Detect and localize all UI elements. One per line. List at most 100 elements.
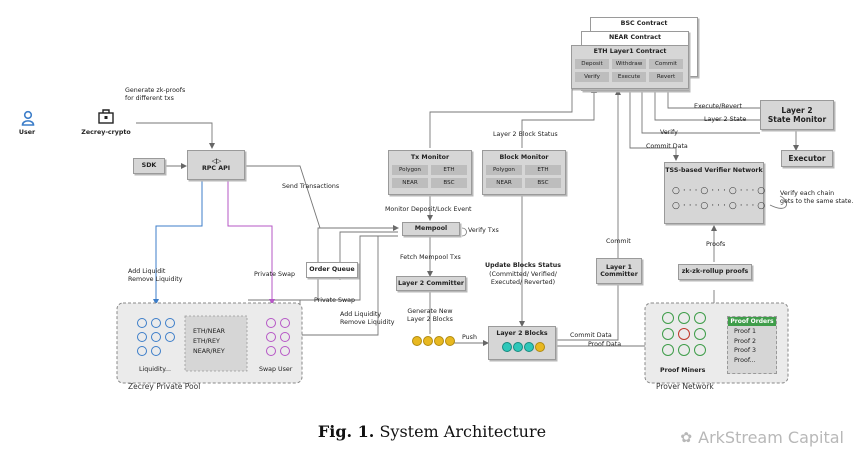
private-swap-label-1: Private Swap: [254, 271, 295, 278]
execute-chip: Execute: [612, 72, 646, 82]
liquidity-user-icon: [151, 318, 161, 328]
fetch-mempool-label: Fetch Mempool Txs: [400, 254, 461, 261]
swap-user-icon: [266, 346, 276, 356]
swap-user-icon: [280, 346, 290, 356]
tx-chip-near: NEAR: [392, 178, 428, 188]
commit-data-label-2: Commit Data: [646, 143, 688, 150]
swap-user-icon: [266, 318, 276, 328]
proof-orders-title: Proof Orders: [728, 317, 776, 326]
zecrey-private-pool-label: Zecrey Private Pool: [128, 382, 201, 391]
mempool-box: Mempool: [402, 222, 460, 236]
teal-block-icon: [502, 342, 512, 352]
miner-icon: [678, 344, 690, 356]
teal-block-icon: [524, 342, 534, 352]
liquidity-label: Liquidity...: [139, 366, 172, 373]
figure-caption: Fig. 1. System Architecture: [0, 422, 864, 441]
watermark-text: ArkStream Capital: [698, 428, 844, 447]
miner-icon: [694, 312, 706, 324]
liquidity-provider-icons: [137, 318, 175, 356]
new-blocks-coins: [412, 336, 455, 346]
commit-data-label-1: Commit Data: [570, 332, 612, 339]
verify-chip: Verify: [575, 72, 609, 82]
gold-block-icon: [434, 336, 444, 346]
order-queue-box: Order Queue: [306, 262, 358, 278]
block-chip-near: NEAR: [486, 178, 522, 188]
send-transactions-label: Send Transactions: [282, 183, 340, 190]
swap-user-label: Swap User: [259, 366, 293, 373]
gold-block-icon: [535, 342, 545, 352]
tx-chip-eth: ETH: [431, 165, 467, 175]
pool-pair: ETH/REY: [193, 338, 220, 345]
layer2-block-status-label: Layer 2 Block Status: [493, 131, 558, 138]
liquidity-user-icon: [137, 346, 147, 356]
layer1-committer-box: Layer 1 Committer: [596, 258, 642, 284]
toolbox-icon: [97, 108, 115, 128]
user-icon: [21, 110, 35, 130]
gold-block-icon: [445, 336, 455, 346]
figure-title: System Architecture: [379, 422, 547, 441]
layer2-committer-box: Layer 2 Committer: [396, 276, 466, 291]
update-blocks-status-detail: (Committed/ Verified/ Executed/ Reverted…: [489, 271, 557, 286]
teal-block-icon: [513, 342, 523, 352]
layer2-blocks-coins: [502, 342, 545, 352]
verify-each-chain-note: Verify each chain gets to the same state…: [780, 190, 854, 205]
proofs-label: Proofs: [706, 241, 726, 248]
commit-label: Commit: [606, 238, 631, 245]
swap-user-icon: [280, 318, 290, 328]
figure-number: Fig. 1.: [317, 422, 375, 441]
tx-chip-polygon: Polygon: [392, 165, 428, 175]
swap-user-icons: [266, 318, 290, 356]
liquidity-user-icon: [165, 332, 175, 342]
push-label: Push: [462, 334, 477, 341]
executor-box: Executor: [781, 150, 833, 167]
block-chip-polygon: Polygon: [486, 165, 522, 175]
layer2-state-label: Layer 2 State: [704, 116, 747, 123]
swap-user-icon: [280, 332, 290, 342]
block-chip-bsc: BSC: [525, 178, 561, 188]
proof-order-item: Proof 2: [734, 337, 757, 345]
generate-new-blocks-label: Generate New Layer 2 Blocks: [407, 308, 453, 323]
layer2-blocks-box: Layer 2 Blocks: [488, 326, 556, 360]
liquidity-user-icon: [137, 318, 147, 328]
commit-chip: Commit: [649, 59, 683, 69]
zk-rollup-proofs-box: zk-zk-rollup proofs: [678, 264, 752, 280]
liquidity-user-icon: [137, 332, 147, 342]
user-label: User: [18, 129, 36, 136]
api-icon: ◁▷: [211, 156, 222, 165]
miner-icon: [694, 344, 706, 356]
pool-pair: NEAR/REY: [193, 348, 225, 355]
monitor-deposit-label: Monitor Deposit/Lock Event: [385, 206, 472, 213]
revert-chip: Revert: [649, 72, 683, 82]
miner-icon: [678, 312, 690, 324]
wechat-icon: ✿: [680, 429, 693, 446]
verify-label: Verify: [660, 129, 678, 136]
miner-icon: [662, 328, 674, 340]
add-remove-liquidity-1: Add Liquidit Remove Liquidity: [128, 268, 183, 283]
tss-verifier-network-box: TSS-based Verifier Network: [664, 162, 764, 224]
liquidity-user-icon: [151, 346, 161, 356]
block-chip-eth: ETH: [525, 165, 561, 175]
verifier-nodes: ○···○···○···○ ○···○···○···○: [672, 184, 769, 214]
proof-data-label: Proof Data: [588, 341, 622, 348]
proof-order-item: Proof 3: [734, 347, 757, 354]
swap-user-icon: [266, 332, 276, 342]
miner-icon: [678, 328, 690, 340]
layer2-state-monitor-box: Layer 2 State Monitor: [760, 100, 834, 130]
arkstream-watermark: ✿ ArkStream Capital: [680, 428, 844, 447]
miner-icon: [662, 344, 674, 356]
private-swap-label-2: Private Swap: [314, 297, 355, 304]
execute-revert-label: Execute/Revert: [694, 103, 742, 110]
verifier-row: ○···○···○···○: [672, 201, 769, 211]
liquidity-user-icon: [165, 318, 175, 328]
proof-order-item: Proof 1: [734, 328, 757, 335]
prover-network-label: Prover Network: [656, 382, 714, 391]
sdk-box: SDK: [133, 158, 165, 174]
miner-icon: [694, 328, 706, 340]
gold-block-icon: [412, 336, 422, 346]
liquidity-user-icon: [151, 332, 161, 342]
tx-chip-bsc: BSC: [431, 178, 467, 188]
pool-pair: ETH/NEAR: [193, 328, 226, 335]
miner-icon: [662, 312, 674, 324]
zecrey-crypto-label: Zecrey-crypto: [81, 129, 131, 136]
deposit-chip: Deposit: [575, 59, 609, 69]
